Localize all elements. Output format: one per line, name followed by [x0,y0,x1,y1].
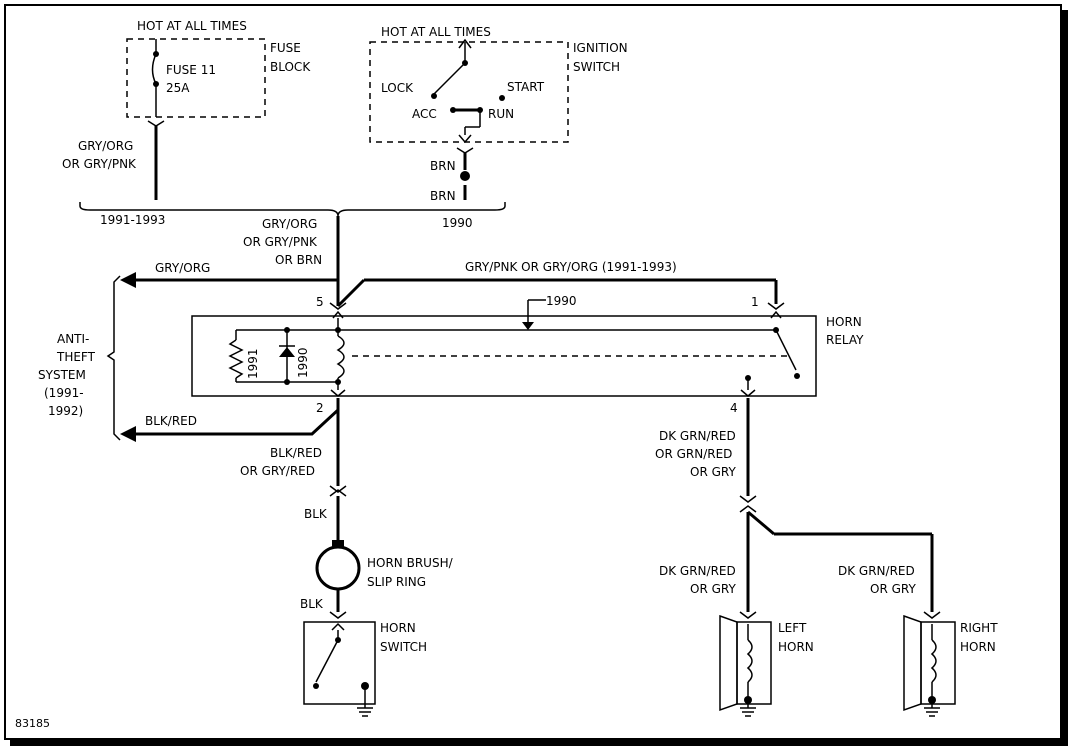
feed-wires [120,216,785,310]
left-wire-label-1: DK GRN/RED [659,564,736,578]
fuse-block [126,38,266,200]
lock-label: LOCK [381,81,414,95]
blk-label-2: BLK [300,597,324,611]
right-horn [903,614,956,717]
pin-2-label: 2 [316,401,324,415]
blkred-label-1: BLK/RED [270,446,322,460]
diagram-frame [4,4,1062,740]
figure-id: 83185 [15,717,50,730]
relay-coil-icon [336,335,345,379]
fuse-hot-label: HOT AT ALL TIMES [137,19,247,33]
anti-theft-label-3: SYSTEM [38,368,86,382]
horn-brush-label-1: HORN BRUSH/ [367,556,454,570]
ignition-hot-label: HOT AT ALL TIMES [381,25,491,39]
fuse-11-label: FUSE 11 [166,63,216,77]
horn-switch-label-2: SWITCH [380,640,427,654]
fuse-block-label-2: BLOCK [270,60,311,74]
right-wire-label-1: DK GRN/RED [838,564,915,578]
horn-brush-label-2: SLIP RING [367,575,426,589]
ignition-switch-label-1: IGNITION [573,41,628,55]
resistor-year-label: 1991 [246,348,260,379]
feed-label-3: OR BRN [275,253,322,267]
ignition-switch [369,38,569,200]
gry-pnk-top-label: GRY/PNK OR GRY/ORG (1991-1993) [465,260,677,274]
dkgrn-label-1: DK GRN/RED [659,429,736,443]
horn-switch-box [303,621,376,705]
horn-relay-label-2: RELAY [826,333,864,347]
pin-1-label: 1 [751,295,759,309]
start-label: START [507,80,545,94]
pin-4-label: 4 [730,401,738,415]
year-left-label: 1991-1993 [100,213,165,227]
fuse-amp-label: 25A [166,81,190,95]
pin-5-label: 5 [316,295,324,309]
year-1990-arrow-label: 1990 [546,294,577,308]
blk-label-1: BLK [304,507,328,521]
resistor-icon [228,339,244,379]
anti-theft-label-5: 1992) [48,404,83,418]
feed-label-1: GRY/ORG [262,217,317,231]
fuse-wire-label-1: GRY/ORG [78,139,133,153]
horn-brush-icon [315,545,361,591]
right-wire-label-2: OR GRY [870,582,916,596]
ignition-switch-label-2: SWITCH [573,60,620,74]
right-horn-label-1: RIGHT [960,621,998,635]
blkred-label-2: OR GRY/RED [240,464,315,478]
diode-icon [279,347,295,357]
fuse-wire-label-2: OR GRY/PNK [62,157,137,171]
horn-switch-label-1: HORN [380,621,416,635]
fuse-block-label-1: FUSE [270,41,301,55]
right-horn-label-2: HORN [960,640,996,654]
anti-theft-label-2: THEFT [56,350,96,364]
diode-year-label: 1990 [296,347,310,378]
left-horn [719,614,772,717]
horn-relay [191,299,817,397]
horns-branch [739,398,941,619]
dkgrn-label-2: OR GRN/RED [655,447,732,461]
gryorg-left-label: GRY/ORG [155,261,210,275]
feed-label-2: OR GRY/PNK [243,235,318,249]
acc-label: ACC [412,107,437,121]
left-horn-label-1: LEFT [778,621,807,635]
left-horn-label-2: HORN [778,640,814,654]
horn-switch-branch [303,410,376,717]
anti-theft-label-1: ANTI- [57,332,89,346]
anti-theft-connection [106,275,340,442]
blkred-left-label: BLK/RED [145,414,197,428]
brn-label-2: BRN [430,189,456,203]
year-right-label: 1990 [442,216,473,230]
brn-label-1: BRN [430,159,456,173]
anti-theft-label-4: (1991- [44,386,84,400]
horn-relay-label-1: HORN [826,315,862,329]
left-wire-label-2: OR GRY [690,582,736,596]
run-label: RUN [488,107,514,121]
dkgrn-label-3: OR GRY [690,465,736,479]
